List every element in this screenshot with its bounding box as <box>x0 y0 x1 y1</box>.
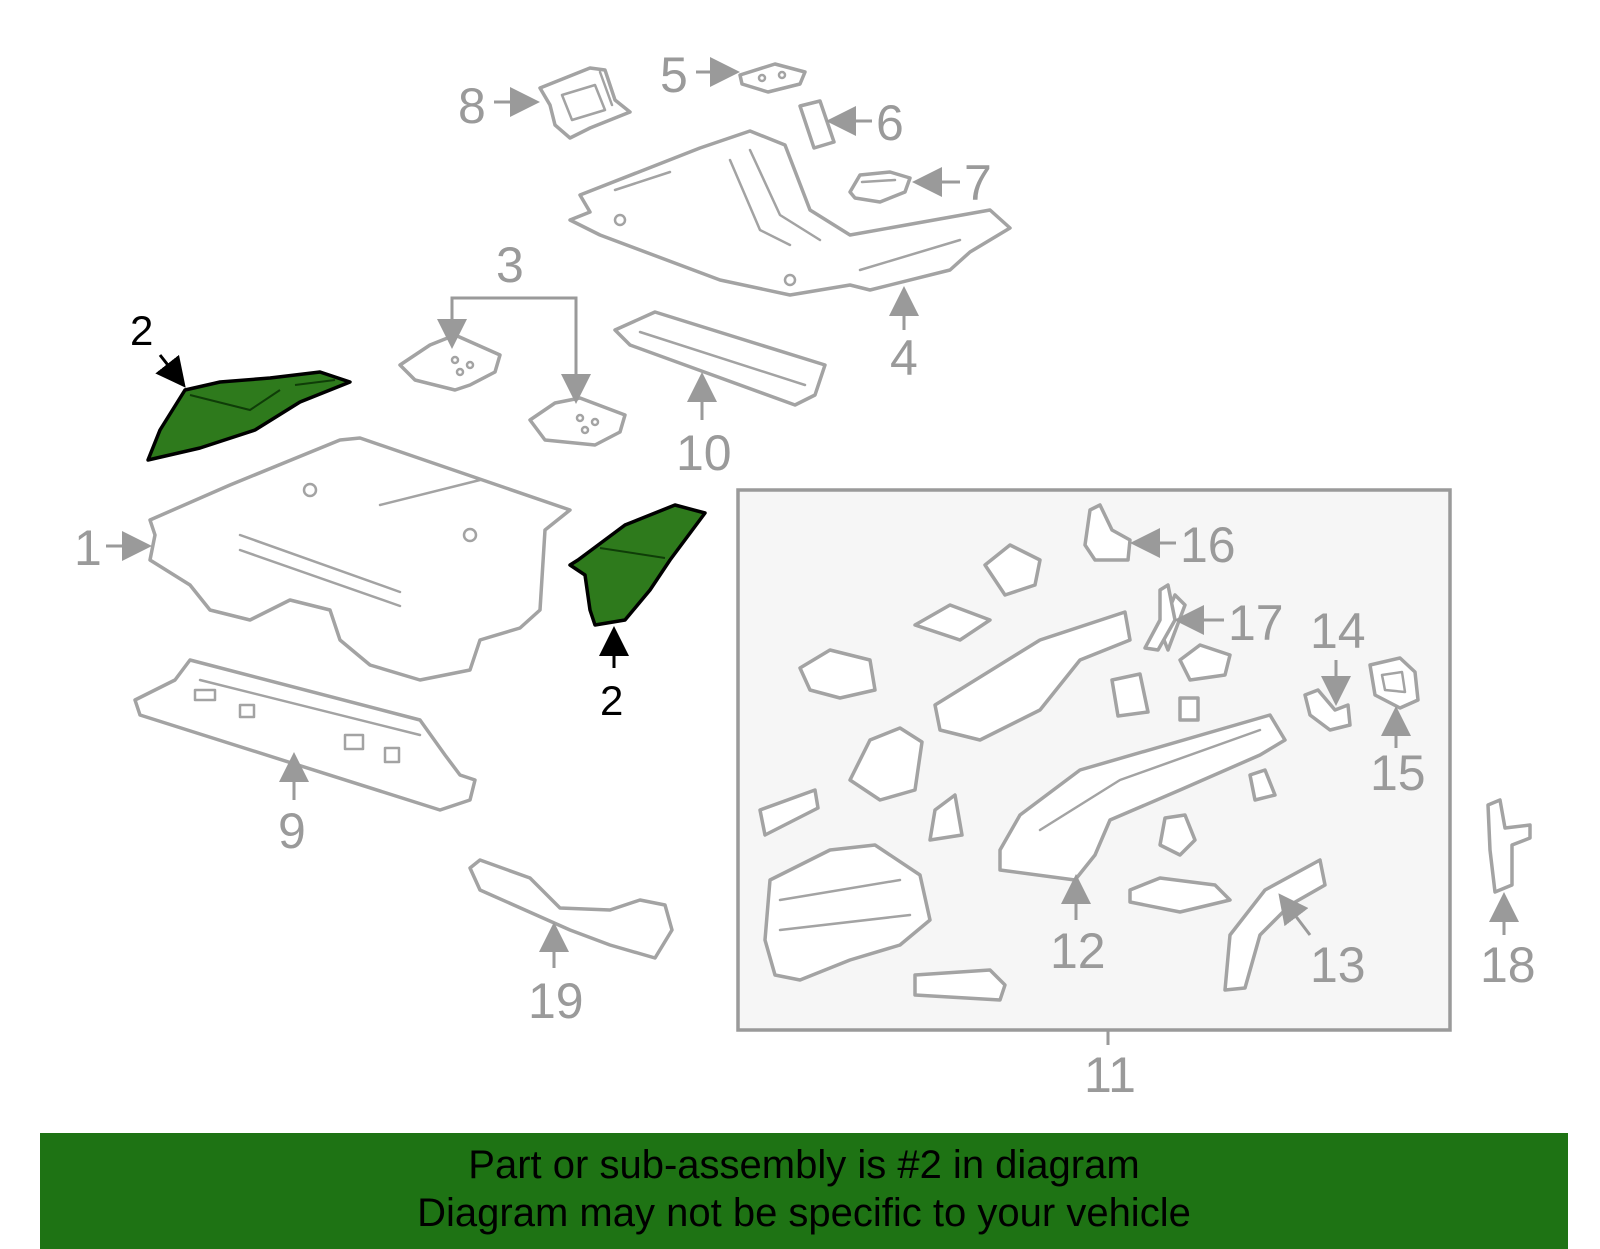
callout-4: 4 <box>890 330 918 386</box>
part-18[interactable] <box>1486 798 1532 894</box>
callout-15: 15 <box>1370 745 1426 801</box>
callout-6: 6 <box>876 95 904 151</box>
callout-19: 19 <box>528 973 584 1029</box>
part-3[interactable] <box>398 333 627 447</box>
part-17[interactable] <box>1143 583 1177 652</box>
callout-17: 17 <box>1228 595 1284 651</box>
part-8[interactable] <box>538 66 632 140</box>
banner-line-2: Diagram may not be specific to your vehi… <box>417 1191 1191 1235</box>
callout-9: 9 <box>278 803 306 859</box>
banner-line-1: Part or sub-assembly is #2 in diagram <box>468 1143 1140 1187</box>
part-19[interactable] <box>468 858 674 960</box>
callout-14: 14 <box>1310 603 1366 659</box>
part-16[interactable] <box>1083 503 1132 562</box>
callout-2-lower: 2 <box>600 677 623 724</box>
callout-18: 18 <box>1480 937 1536 993</box>
callout-10: 10 <box>676 425 732 481</box>
part-1[interactable] <box>148 436 572 682</box>
callout-3: 3 <box>496 237 524 293</box>
part-2-upper[interactable] <box>146 370 352 462</box>
part-4[interactable] <box>568 129 1012 297</box>
part-2-lower[interactable] <box>568 503 707 627</box>
callout-13: 13 <box>1310 937 1366 993</box>
callout-2-upper: 2 <box>130 307 153 354</box>
callout-5: 5 <box>660 47 688 103</box>
callout-7: 7 <box>964 155 992 211</box>
callout-8: 8 <box>458 78 486 134</box>
part-14[interactable] <box>1303 688 1352 732</box>
callout-1: 1 <box>74 520 102 576</box>
part-9[interactable] <box>133 658 477 812</box>
part-6[interactable] <box>798 99 836 150</box>
group-11-parts <box>758 543 1327 1002</box>
part-10[interactable] <box>613 310 827 407</box>
callout-16: 16 <box>1180 517 1236 573</box>
info-banner: Part or sub-assembly is #2 in diagram Di… <box>40 1133 1568 1249</box>
callout-11: 11 <box>1084 1047 1136 1103</box>
part-7[interactable] <box>848 170 912 204</box>
part-15[interactable] <box>1368 656 1420 710</box>
part-5[interactable] <box>738 62 807 94</box>
callout-12: 12 <box>1050 923 1106 979</box>
